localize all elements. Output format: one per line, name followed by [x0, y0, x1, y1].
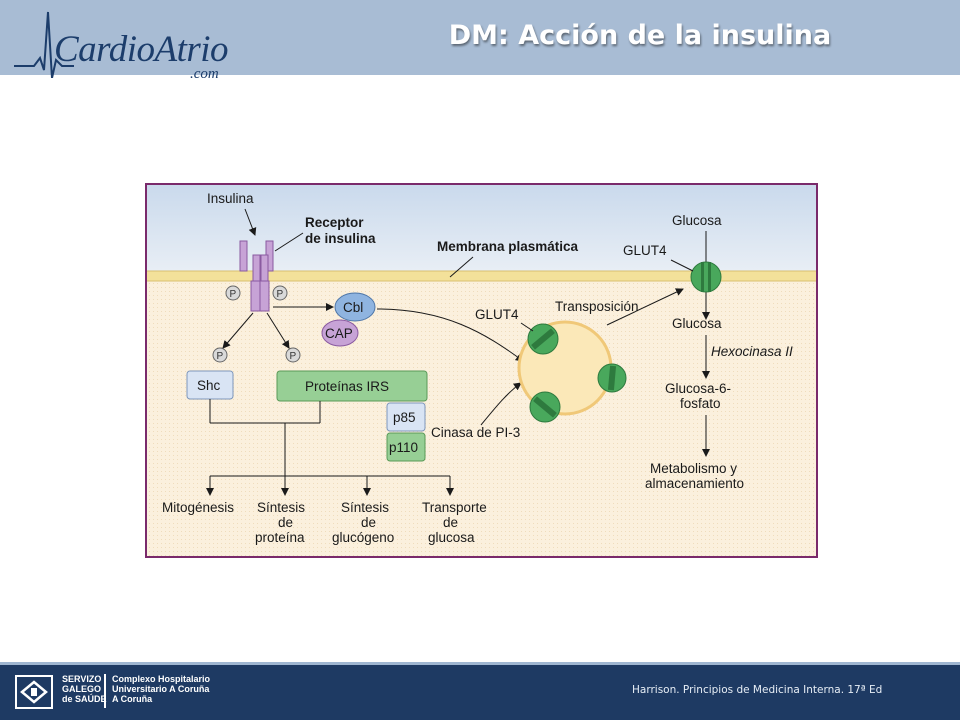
transp-label-1: Transporte — [422, 500, 487, 515]
cinasa-label: Cinasa de PI-3 — [431, 425, 520, 440]
transp-label-2: de — [443, 515, 458, 530]
cap-label: CAP — [325, 326, 353, 341]
irs-phospho-label: P — [290, 351, 297, 362]
glucosa-in-label: Glucosa — [672, 316, 722, 331]
sint-gluc-label-3: glucógeno — [332, 530, 394, 545]
mitogenesis-label: Mitogénesis — [162, 500, 234, 515]
sint-gluc-label-1: Síntesis — [341, 500, 389, 515]
irs-label: Proteínas IRS — [305, 379, 389, 394]
sint-prot-label-2: de — [278, 515, 293, 530]
sint-prot-label-3: proteína — [255, 530, 305, 545]
glut4-membrane-label: GLUT4 — [623, 243, 667, 258]
p110-label: p110 — [389, 440, 418, 455]
transposicion-label: Transposición — [555, 299, 639, 314]
metab-label-2: almacenamiento — [645, 476, 744, 491]
cap-protein-icon — [321, 319, 359, 347]
receptor-label-1: Receptor — [305, 215, 364, 230]
p85-label: p85 — [393, 410, 416, 425]
glucosa-out-label: Glucosa — [672, 213, 722, 228]
heartbeat-logo-icon — [14, 11, 74, 78]
membrana-label: Membrana plasmática — [437, 239, 579, 254]
org-separator — [104, 674, 106, 708]
transp-label-3: glucosa — [428, 530, 475, 545]
logo-text: CardioAtrio — [54, 29, 229, 70]
signal-branch-lines — [206, 399, 454, 496]
receptor-label-2: de insulina — [305, 231, 376, 246]
p110-box — [386, 432, 426, 462]
phospho-left-icon — [225, 285, 241, 301]
hexocinasa-label: Hexocinasa II — [711, 344, 793, 359]
phospho-left-label: P — [230, 289, 237, 300]
cbl-label: Cbl — [343, 300, 363, 315]
g6p-label-1: Glucosa-6- — [665, 381, 731, 396]
org-name-2: Complexo Hospitalario Universitario A Co… — [112, 674, 211, 704]
insulin-receptor-icon — [239, 240, 274, 312]
irs-phospho-icon — [285, 347, 301, 363]
servizo-galego-logo-icon — [15, 675, 53, 709]
cbl-protein-icon — [334, 292, 376, 322]
org-name-1: SERVIZO GALEGO de SAÚDE — [62, 674, 107, 704]
sint-gluc-label-2: de — [361, 515, 376, 530]
glut4-vesicle-label: GLUT4 — [475, 307, 519, 322]
sint-prot-label-1: Síntesis — [257, 500, 305, 515]
logo-subtext: .com — [190, 66, 219, 82]
footer-bar: SERVIZO GALEGO de SAÚDE Complexo Hospita… — [0, 662, 960, 720]
insulina-label: Insulina — [207, 191, 254, 206]
glut4-vesicle-transporters-icon — [527, 323, 627, 423]
citation-text: Harrison. Principios de Medicina Interna… — [632, 684, 883, 696]
insulin-action-diagram: Insulina Receptor de insulina Membrana p… — [145, 183, 818, 558]
plasma-membrane — [145, 271, 818, 281]
metab-label-1: Metabolismo y — [650, 461, 737, 476]
shc-label: Shc — [197, 378, 221, 393]
phospho-right-label: P — [277, 289, 284, 300]
footer-divider — [0, 662, 960, 665]
shc-phospho-label: P — [217, 351, 224, 362]
diagram-border — [145, 183, 818, 558]
glut4-membrane-transporter-icon — [690, 261, 722, 293]
p85-box — [386, 402, 426, 432]
phospho-right-icon — [272, 285, 288, 301]
irs-box — [276, 370, 428, 402]
shc-phospho-icon — [212, 347, 228, 363]
page-title: DM: Acción de la insulina — [448, 20, 832, 51]
header-bar: CardioAtrio .com DM: Acción de la insuli… — [0, 0, 960, 82]
g6p-label-2: fosfato — [680, 396, 721, 411]
